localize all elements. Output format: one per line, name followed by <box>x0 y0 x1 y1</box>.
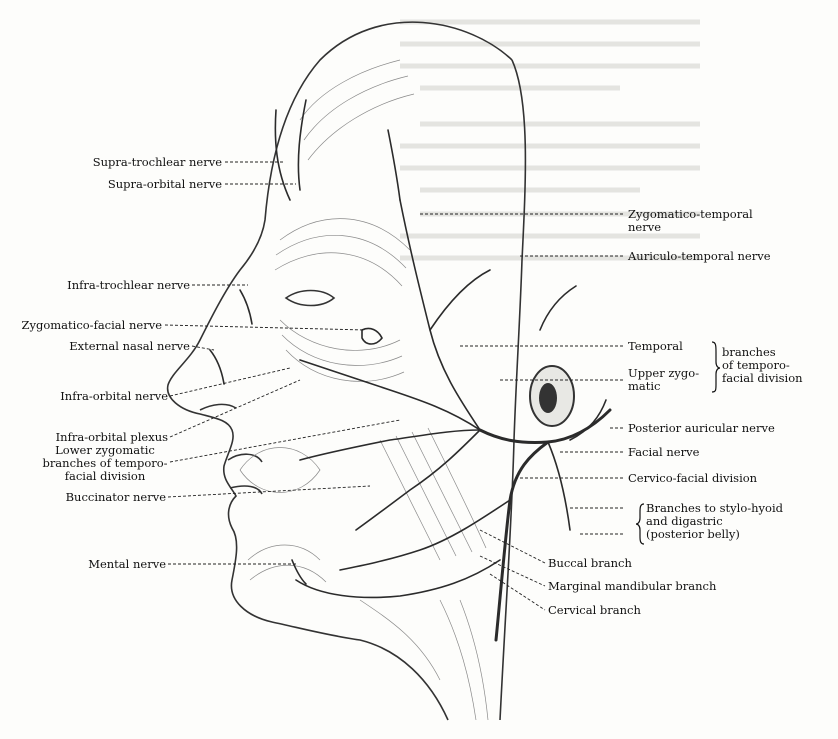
label-lower-zygomatic-line3: facial division <box>64 469 146 483</box>
lip-detail <box>227 453 263 495</box>
label-cervico-facial-division: Cervico-facial division <box>628 471 758 485</box>
label-stylohyoid-line1: Branches to stylo-hyoid <box>646 501 783 515</box>
label-zygomatico-facial-nerve: Zygomatico-facial nerve <box>21 318 162 332</box>
muscle-hatching <box>239 59 489 721</box>
label-upper-zygomatic-line1: Upper zygo- <box>628 366 700 380</box>
label-stylohyoid-branches: Branches to stylo-hyoid and digastric (p… <box>646 502 783 541</box>
leader-lines-right <box>420 213 625 611</box>
head-outline <box>166 21 513 721</box>
label-infra-orbital-plexus: Infra-orbital plexus <box>55 430 168 444</box>
label-stylohyoid-line2: and digastric <box>646 514 723 528</box>
label-branches-group-line2: of temporo- <box>722 358 790 372</box>
label-branches-group-line3: facial division <box>722 371 803 385</box>
label-infra-orbital-nerve: Infra-orbital nerve <box>60 389 168 403</box>
label-stylohyoid-line3: (posterior belly) <box>646 527 740 541</box>
neck-back-outline <box>499 59 527 721</box>
brace-stylohyoid <box>635 503 645 545</box>
label-branches-group: branches of temporo- facial division <box>722 346 803 385</box>
label-marginal-mandibular-branch: Marginal mandibular branch <box>548 579 717 593</box>
ear-canal <box>539 383 557 413</box>
label-upper-zygomatic: Upper zygo- matic <box>628 367 699 393</box>
label-lower-zygomatic: Lower zygomatic branches of temporo- fac… <box>40 444 170 483</box>
label-buccinator-nerve: Buccinator nerve <box>65 490 166 504</box>
label-supra-orbital-nerve: Supra-orbital nerve <box>107 177 222 191</box>
nerve-branches <box>209 99 607 599</box>
label-temporal: Temporal <box>628 339 683 353</box>
leader-lines-left <box>164 161 401 565</box>
eye <box>284 289 336 307</box>
label-zygomatico-temporal-line1: Zygomatico-temporal <box>628 207 753 221</box>
label-zygomatico-temporal-nerve: Zygomatico-temporal nerve <box>628 208 753 234</box>
brace-temporofacial <box>711 341 721 393</box>
label-upper-zygomatic-line2: matic <box>628 379 661 393</box>
label-buccal-branch: Buccal branch <box>548 556 632 570</box>
label-auriculo-temporal-nerve: Auriculo-temporal nerve <box>628 249 771 263</box>
label-posterior-auricular-nerve: Posterior auricular nerve <box>628 421 775 435</box>
label-external-nasal-nerve: External nasal nerve <box>69 339 190 353</box>
label-mental-nerve: Mental nerve <box>88 557 166 571</box>
label-cervical-branch: Cervical branch <box>548 603 641 617</box>
label-supra-trochlear-nerve: Supra-trochlear nerve <box>92 155 222 169</box>
label-lower-zygomatic-line2: branches of temporo- <box>42 456 168 470</box>
label-facial-nerve: Facial nerve <box>628 445 700 459</box>
label-infra-trochlear-nerve: Infra-trochlear nerve <box>67 278 190 292</box>
label-lower-zygomatic-line1: Lower zygomatic <box>55 443 155 457</box>
nose-detail <box>199 403 237 411</box>
label-branches-group-line1: branches <box>722 345 776 359</box>
label-zygomatico-temporal-line2: nerve <box>628 220 662 234</box>
